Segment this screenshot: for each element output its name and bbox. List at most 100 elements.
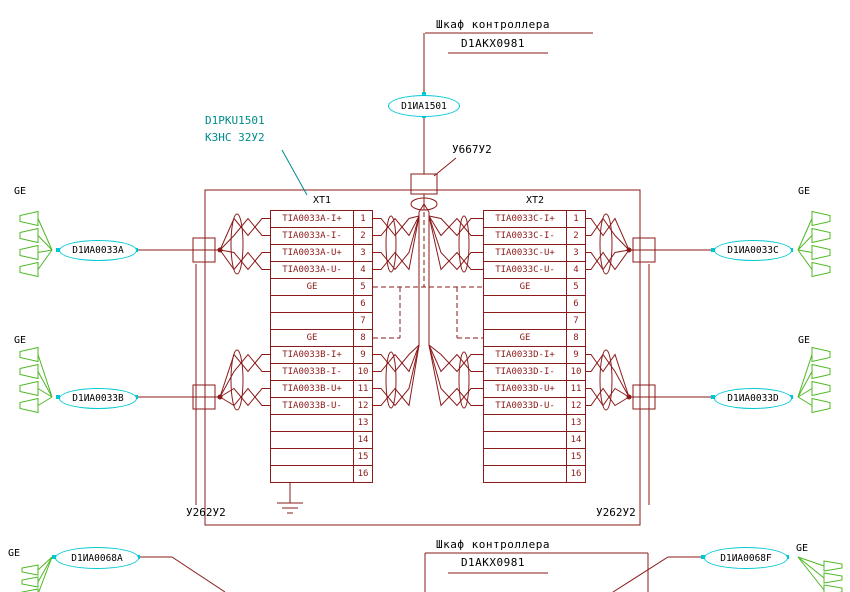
cable-screen-loop xyxy=(230,349,244,411)
terminal-number: 1 xyxy=(360,214,366,224)
table-row: TIA0033A-U+3 xyxy=(271,244,372,261)
device-label-leader xyxy=(281,149,308,196)
cable-tag-text: D1ИА1501 xyxy=(401,100,447,112)
table-row: TIA0033D-U+11 xyxy=(484,380,585,397)
table-row: 15 xyxy=(484,448,585,465)
terminal-label xyxy=(484,432,567,448)
terminal-block-xt1: TIA0033A-I+ 1 TIA0033A-I-2 TIA0033A-U+3 T… xyxy=(270,210,373,483)
terminal-label xyxy=(484,296,567,312)
bottom-cabinet-outline xyxy=(137,552,704,592)
field-wiring-left-a xyxy=(135,213,270,275)
field-device-connector-right-top xyxy=(797,210,831,278)
terminal-number: 15 xyxy=(570,452,582,462)
terminal-number: 9 xyxy=(360,350,366,360)
ge-label-bottom-right: GE xyxy=(796,543,809,554)
terminal-number: 11 xyxy=(570,384,582,394)
field-device-connector-left-top xyxy=(19,210,53,278)
table-row: TIA0033A-I-2 xyxy=(271,227,372,244)
terminal-label: GE xyxy=(271,330,354,346)
cable-screen-loop xyxy=(230,213,244,275)
top-cabinet-outline xyxy=(423,32,593,177)
junction-dot xyxy=(626,247,632,253)
terminal-label: TIA0033D-U+ xyxy=(484,381,567,397)
terminal-label: TIA0033B-U+ xyxy=(271,381,354,397)
terminal-number: 1 xyxy=(573,214,579,224)
terminal-label xyxy=(484,313,567,329)
bottom-cabinet-title: Шкаф контроллера xyxy=(436,538,550,551)
terminal-label: TIA0033D-I- xyxy=(484,364,567,380)
cable-tag-left-b: D1ИА0033B xyxy=(59,388,137,409)
terminal-number: 2 xyxy=(573,231,579,241)
terminal-label: TIA0033C-U- xyxy=(484,262,567,278)
table-row: TIA0033C-I-2 xyxy=(484,227,585,244)
field-device-connector-bottom-left xyxy=(21,556,53,592)
cable-screen-loop xyxy=(385,351,397,409)
field-wiring-right-c xyxy=(586,213,714,275)
terminal-label: GE xyxy=(484,330,567,346)
terminal-number: 7 xyxy=(360,316,366,326)
terminal-number: 10 xyxy=(570,367,582,377)
cable-tag-right-d: D1ИА0033D xyxy=(714,388,792,409)
terminal-label xyxy=(271,415,354,431)
terminal-number: 2 xyxy=(360,231,366,241)
terminal-label: TIA0033C-U+ xyxy=(484,245,567,261)
table-row: TIA0033B-I+9 xyxy=(271,346,372,363)
ge-label-bottom-left: GE xyxy=(8,548,21,559)
terminal-number: 12 xyxy=(570,401,582,411)
cable-screen-loop xyxy=(458,351,470,409)
table-row: TIA0033B-U-12 xyxy=(271,397,372,414)
terminal-label xyxy=(271,296,354,312)
ge-label-left-top: GE xyxy=(14,186,27,197)
controller-cable-wiring xyxy=(373,194,483,409)
terminal-label xyxy=(484,415,567,431)
terminal-label xyxy=(271,466,354,482)
cable-tag-text: D1ИА0068F xyxy=(720,552,772,564)
field-wiring-right-d xyxy=(586,349,714,411)
device-designation-line1: D1PKU1501 xyxy=(205,114,265,127)
top-cable-entry xyxy=(410,173,438,195)
table-row: 14 xyxy=(271,431,372,448)
table-row: TIA0033B-I-10 xyxy=(271,363,372,380)
terminal-number: 15 xyxy=(357,452,369,462)
cable-designation-leaders xyxy=(195,264,650,505)
ge-label-right-top: GE xyxy=(798,186,811,197)
table-row: TIA0033D-I+9 xyxy=(484,346,585,363)
terminal-label: TIA0033A-I+ xyxy=(271,211,354,227)
terminal-label: TIA0033B-I- xyxy=(271,364,354,380)
table-row: 6 xyxy=(484,295,585,312)
terminal-label: TIA0033C-I+ xyxy=(484,211,567,227)
table-row: TIA0033D-U-12 xyxy=(484,397,585,414)
junction-dot xyxy=(626,394,632,400)
terminal-label: TIA0033B-U- xyxy=(271,398,354,414)
table-row: TIA0033C-I+ 1 xyxy=(484,211,585,227)
terminal-number: 5 xyxy=(360,282,366,292)
terminal-number: 12 xyxy=(357,401,369,411)
cable-screen-loop xyxy=(410,197,438,211)
terminal-label xyxy=(271,313,354,329)
terminal-number: 11 xyxy=(357,384,369,394)
top-cabinet-code: D1AKX0981 xyxy=(460,37,526,50)
cable-screen-loop xyxy=(599,349,613,411)
cable-tag-left-a: D1ИА0033A xyxy=(59,240,137,261)
terminal-number: 16 xyxy=(357,469,369,479)
terminal-label xyxy=(271,449,354,465)
terminal-label: TIA0033D-U- xyxy=(484,398,567,414)
terminal-label xyxy=(484,466,567,482)
terminal-number: 4 xyxy=(360,265,366,275)
terminal-number: 14 xyxy=(570,435,582,445)
table-row: TIA0033A-U-4 xyxy=(271,261,372,278)
cable-screen-loop xyxy=(599,213,613,275)
field-device-connector-left-mid xyxy=(19,346,53,414)
bottom-left-cable-line xyxy=(137,556,226,592)
cable-tag-text: D1ИА0068A xyxy=(71,552,123,564)
table-row: 16 xyxy=(484,465,585,482)
terminal-label: GE xyxy=(484,279,567,295)
cable-tag-text: D1ИА0033B xyxy=(72,393,124,404)
terminal-block-xt2: TIA0033C-I+1 TIA0033C-I-2 TIA0033C-U+3 T… xyxy=(483,210,586,483)
terminal-label xyxy=(484,449,567,465)
terminal-number: 6 xyxy=(573,299,579,309)
cable-label-bottom-left: У262У2 xyxy=(186,506,226,519)
cable-label-bottom-right: У262У2 xyxy=(596,506,636,519)
